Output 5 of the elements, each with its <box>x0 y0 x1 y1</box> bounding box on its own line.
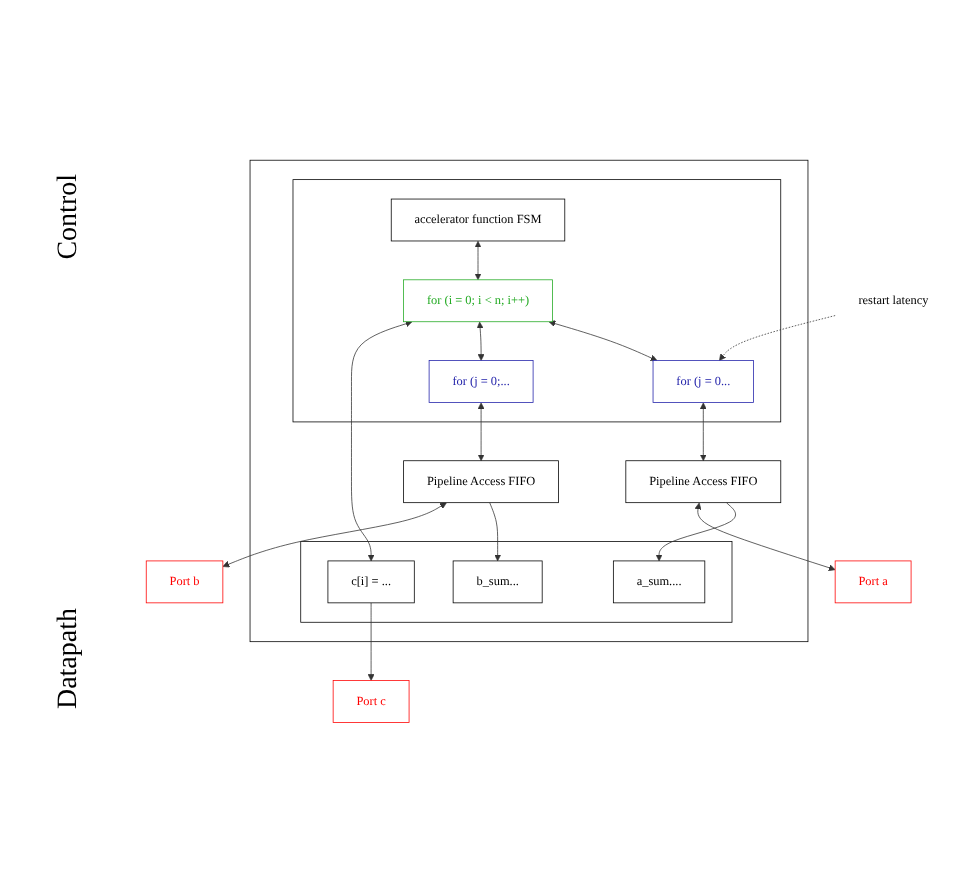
side-label: Datapath <box>54 608 86 710</box>
cluster <box>292 179 782 423</box>
cluster <box>300 541 733 624</box>
cluster <box>249 160 809 643</box>
side-label: Control <box>54 174 86 260</box>
